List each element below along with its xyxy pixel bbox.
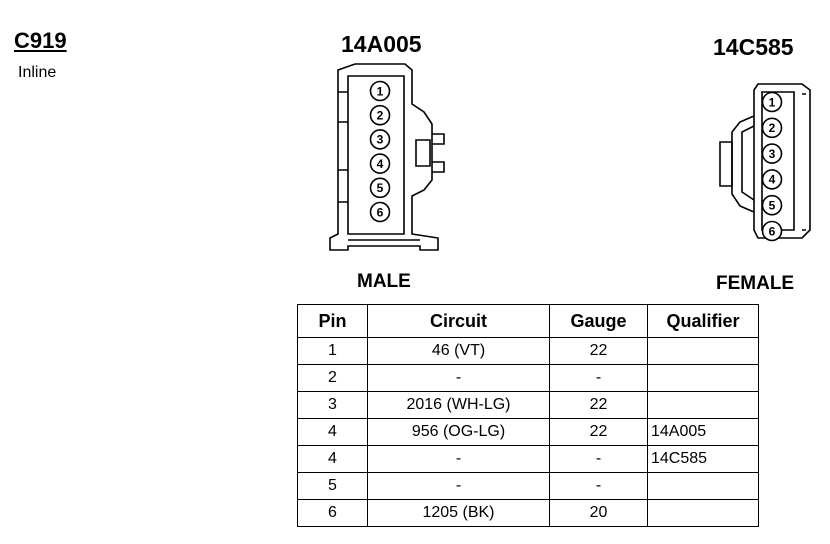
pin-number-label: 6: [769, 224, 776, 238]
table-row: 6 1205 (BK) 20: [297, 499, 759, 527]
female-tab: [719, 141, 733, 187]
pin-number-label: 3: [769, 147, 776, 161]
female-connector-drawing: 1 2 3 4 5 6: [719, 83, 811, 242]
pin-circle: [369, 177, 391, 199]
table-row: 4 956 (OG-LG) 22 14A005: [297, 418, 759, 446]
cell-circuit: 1205 (BK): [367, 499, 550, 527]
pin-circle: [369, 129, 391, 150]
cell-pin: 1: [297, 337, 368, 365]
cell-gauge: 20: [549, 499, 648, 527]
pin-number-label: 5: [377, 181, 384, 195]
cell-gauge: 22: [549, 418, 648, 446]
cell-qualifier: 14C585: [647, 445, 759, 473]
header-pin: Pin: [297, 304, 368, 338]
male-label: MALE: [357, 271, 411, 292]
female-latch-inner: [741, 125, 755, 201]
pin-circle: [761, 169, 783, 190]
male-connector-drawing: 1 2 3 4 5 6: [329, 63, 445, 251]
cell-pin: 2: [297, 364, 368, 392]
male-left-rib: [338, 91, 348, 203]
cell-gauge: 22: [549, 337, 648, 365]
pin-number-label: 1: [377, 84, 384, 98]
pin-circle: [369, 104, 391, 126]
cell-qualifier: [647, 472, 759, 500]
cell-pin: 3: [297, 391, 368, 419]
cell-qualifier: 14A005: [647, 418, 759, 446]
pin-number-label: 4: [769, 173, 776, 187]
pin-circle: [369, 201, 391, 223]
cell-gauge: -: [549, 445, 648, 473]
pin-number-label: 4: [377, 157, 384, 171]
cell-circuit: 956 (OG-LG): [367, 418, 550, 446]
cell-pin: 6: [297, 499, 368, 527]
cell-qualifier: [647, 391, 759, 419]
table-row: 4 - - 14C585: [297, 445, 759, 473]
table-row: 5 - -: [297, 472, 759, 500]
female-right-rib: [802, 93, 806, 231]
cell-circuit: 46 (VT): [367, 337, 550, 365]
cell-gauge: -: [549, 472, 648, 500]
pin-number-label: 6: [377, 205, 384, 219]
pin-number-label: 5: [769, 199, 776, 213]
male-tabs: [432, 133, 445, 173]
female-housing-inner: [761, 91, 795, 231]
cell-pin: 4: [297, 445, 368, 473]
table-row: 2 - -: [297, 364, 759, 392]
pin-number-label: 2: [377, 109, 384, 123]
cell-qualifier: [647, 499, 759, 527]
cell-qualifier: [647, 337, 759, 365]
cell-pin: 5: [297, 472, 368, 500]
connector-id: C919: [14, 28, 67, 53]
male-pin-column: 1 2 3 4 5 6: [369, 80, 391, 223]
cell-circuit: 2016 (WH-LG): [367, 391, 550, 419]
cell-pin: 4: [297, 418, 368, 446]
table-header-row: Pin Circuit Gauge Qualifier: [297, 304, 759, 338]
male-latch: [415, 139, 431, 167]
pin-number-label: 1: [769, 95, 776, 109]
pin-number-label: 2: [769, 121, 776, 135]
cell-circuit: -: [367, 445, 550, 473]
table-row: 1 46 (VT) 22: [297, 337, 759, 365]
cell-circuit: -: [367, 364, 550, 392]
cell-circuit: -: [367, 472, 550, 500]
cell-gauge: -: [549, 364, 648, 392]
cell-gauge: 22: [549, 391, 648, 419]
male-housing-outline: [329, 63, 439, 251]
table-row: 3 2016 (WH-LG) 22: [297, 391, 759, 419]
connector-type: Inline: [18, 64, 57, 81]
pin-circle: [369, 80, 391, 102]
header-gauge: Gauge: [549, 304, 648, 338]
header-qualifier: Qualifier: [647, 304, 759, 338]
pin-circle: [761, 143, 783, 164]
header-circuit: Circuit: [367, 304, 550, 338]
female-pin-column: 1 2 3 4 5 6: [761, 91, 783, 242]
pin-circle: [761, 220, 783, 242]
pin-circle: [369, 153, 391, 174]
pin-circle: [761, 194, 783, 216]
male-part-number: 14A005: [341, 31, 422, 57]
female-housing-outline: [753, 83, 811, 239]
pin-circle: [761, 117, 783, 139]
male-housing-inner: [347, 75, 405, 235]
female-label: FEMALE: [716, 273, 795, 294]
female-part-number: 14C585: [713, 34, 794, 60]
pin-table: Pin Circuit Gauge Qualifier 1 46 (VT) 22…: [297, 304, 759, 527]
pin-number-label: 3: [377, 133, 384, 147]
pin-circle: [761, 91, 783, 113]
cell-qualifier: [647, 364, 759, 392]
